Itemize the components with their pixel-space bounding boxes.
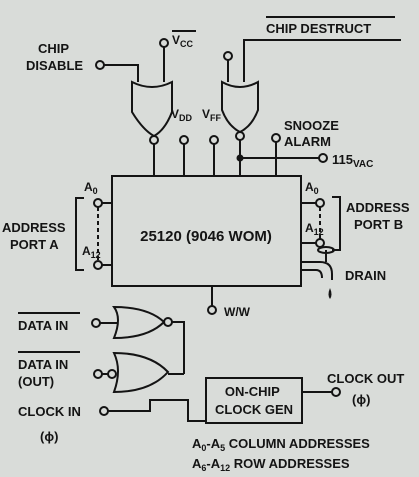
clock-in-wire — [108, 399, 206, 422]
clock-in-phi: (ϕ) — [40, 429, 58, 444]
clock-in-label: CLOCK IN — [18, 404, 81, 419]
address-port-a-label: ADDRESS PORT A — [2, 220, 69, 252]
nor-gate-left-bubble — [149, 135, 159, 145]
nor-gate-data-lower — [112, 351, 170, 394]
chip-destruct-wire — [243, 39, 401, 82]
ww-label: W/W — [224, 305, 251, 319]
clock-in-terminal — [99, 406, 109, 416]
clock-gen-box — [205, 377, 303, 424]
a0-right-label: A0 — [305, 180, 319, 196]
data-in-out-terminal — [93, 369, 103, 379]
nor-right-input-terminal — [223, 51, 233, 61]
snooze-alarm-label: SNOOZE ALARM — [284, 118, 343, 149]
legend-row-addresses: A6-A12 ROW ADDRESSES — [192, 456, 350, 473]
a12-left-label: A12 — [82, 244, 101, 260]
upper-gate-feedback-wire — [172, 321, 185, 374]
a0-left-terminal — [93, 198, 103, 208]
vff-label: VFF — [202, 107, 222, 123]
vcc-label: VCC — [172, 33, 194, 49]
data-in-label: DATA IN — [18, 318, 68, 333]
a12-right-terminal — [315, 238, 325, 248]
chip-disable-wire — [104, 64, 139, 82]
address-port-b-label: ADDRESS PORT B — [346, 200, 413, 232]
port-a-bracket — [75, 197, 84, 271]
data-in-out-label: DATA IN (OUT) — [18, 357, 72, 389]
vac-label: 115VAC — [332, 152, 373, 170]
vcc-terminal — [159, 38, 169, 48]
vff-terminal — [209, 135, 219, 145]
a0-right-terminal — [315, 198, 325, 208]
clock-out-phi: (ϕ) — [352, 392, 370, 407]
faucet-icon — [301, 246, 335, 299]
chip-body — [111, 175, 302, 287]
chip-destruct-label: CHIP DESTRUCT — [266, 21, 371, 36]
clock-gen-label: ON-CHIP CLOCK GEN — [215, 384, 293, 417]
ww-terminal — [207, 305, 217, 315]
nor-gate-data-upper — [112, 305, 166, 340]
data-in-terminal — [91, 318, 101, 328]
nor-gate-data-lower-input-bubble — [107, 369, 117, 379]
a12-right-label: A12 — [305, 221, 324, 237]
vdd-label: VDD — [171, 107, 193, 123]
port-b-bracket — [332, 196, 341, 251]
chip-name: 25120 (9046 WOM) — [140, 228, 272, 245]
nor-gate-right — [221, 80, 259, 134]
a0-left-label: A0 — [84, 180, 98, 196]
vac-terminal — [318, 153, 328, 163]
a12-left-terminal — [93, 260, 103, 270]
clock-out-label: CLOCK OUT — [327, 371, 404, 386]
chip-disable-label: CHIP DISABLE — [26, 41, 83, 73]
drain-label: DRAIN — [345, 268, 386, 283]
chip-disable-terminal — [95, 60, 105, 70]
vdd-terminal — [179, 135, 189, 145]
legend-column-addresses: A0-A5 COLUMN ADDRESSES — [192, 436, 370, 453]
snooze-alarm-terminal — [271, 133, 281, 143]
nor-gate-right-bubble — [235, 131, 245, 141]
clock-out-terminal — [331, 387, 341, 397]
nor-gate-left — [131, 80, 173, 138]
